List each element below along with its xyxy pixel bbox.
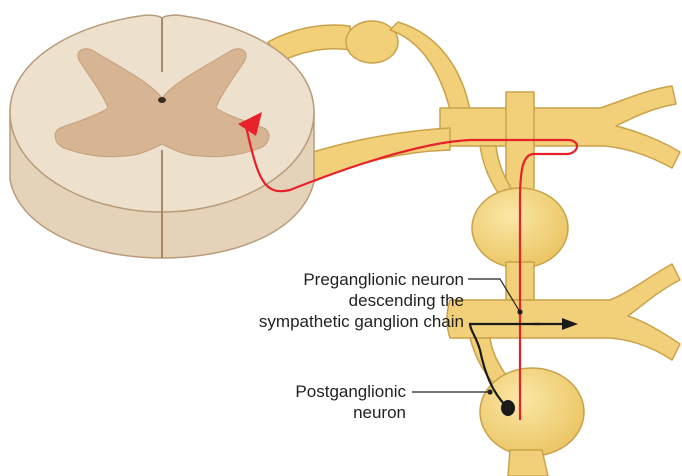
postganglionic-label-line-1: Postganglionic [295,381,406,402]
postganglionic-label: Postganglionic neuron [295,381,406,423]
postganglionic-leader-dot [488,390,492,394]
spinal-nerve-trunk [440,86,680,168]
sympathetic-trunk-lower [508,450,548,476]
spinal-nerve-dorsal-branch [390,22,470,110]
preganglionic-label: Preganglionic neuron descending the symp… [259,269,464,332]
postganglionic-label-line-2: neuron [295,402,406,423]
sympathetic-ganglion-lower [480,368,584,456]
central-canal [158,97,166,103]
postganglionic-cell-body [501,400,515,416]
preganglionic-leader-dot [518,310,522,314]
preganglionic-label-line-2: descending the [259,290,464,311]
preganglionic-label-line-1: Preganglionic neuron [259,269,464,290]
spinal-cord-section [10,15,314,258]
dorsal-root-ganglion [346,21,398,63]
preganglionic-label-line-3: sympathetic ganglion chain [259,311,464,332]
